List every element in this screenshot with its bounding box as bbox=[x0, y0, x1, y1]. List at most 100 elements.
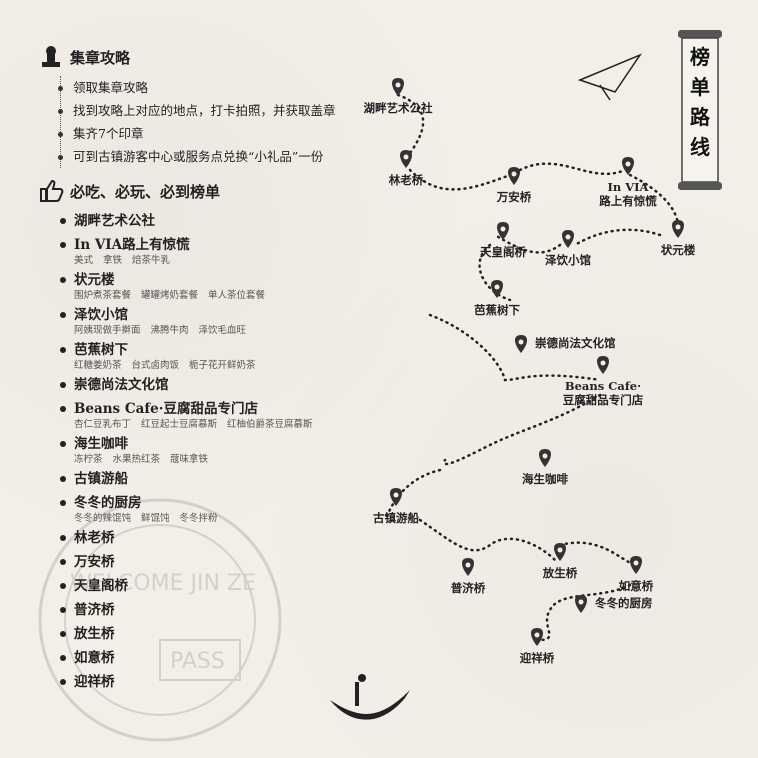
list-item-sub: 冻柠茶 bbox=[74, 454, 103, 465]
map-pin-label: 崇德尚法文化馆 bbox=[535, 336, 616, 350]
map-pin: 状元楼 bbox=[661, 220, 696, 257]
list-item-title: 如意桥 bbox=[60, 647, 358, 669]
thumbs-up-icon bbox=[40, 179, 64, 202]
tip-item: 找到攻略上对应的地点，打卡拍照，并获取盖章 bbox=[58, 99, 358, 122]
map-pin-label: 路上有惊慌 bbox=[599, 194, 657, 208]
list-item-sub: 鲜馄饨 bbox=[141, 513, 170, 524]
map-pin: 如意桥 bbox=[619, 556, 654, 593]
map-pin: 林老桥 bbox=[389, 150, 424, 187]
tip-item: 领取集章攻略 bbox=[58, 76, 358, 99]
list-item-sub: 阿姨现做手擀面 bbox=[74, 325, 141, 336]
list-item: 普济桥 bbox=[60, 599, 358, 621]
list-item: 林老桥 bbox=[60, 527, 358, 549]
list-item-title: Beans Cafe·豆腐甜品专门店 bbox=[60, 398, 358, 420]
list-item: 迎祥桥 bbox=[60, 671, 358, 693]
list-item-title: 冬冬的厨房 bbox=[60, 492, 358, 514]
list-item: 如意桥 bbox=[60, 647, 358, 669]
map-pin-label: 古镇游船 bbox=[373, 511, 419, 525]
list-item: In VIA路上有惊慌美式拿铁焙茶牛乳 bbox=[60, 234, 358, 267]
map-pin: 古镇游船 bbox=[373, 488, 419, 525]
list-item-title: 迎祥桥 bbox=[60, 671, 358, 693]
list-item: 放生桥 bbox=[60, 623, 358, 645]
map-pin-label: 放生桥 bbox=[542, 566, 578, 580]
map-pin-label: 状元楼 bbox=[661, 243, 696, 257]
route-title-char: 线 bbox=[690, 135, 710, 159]
list-item-title: 海生咖啡 bbox=[60, 433, 358, 455]
route-title-char: 榜 bbox=[690, 45, 710, 69]
list-item-sub: 美式 bbox=[74, 255, 94, 266]
list-item-subs: 红糖姜奶茶台式卤肉饭栀子花开鲜奶茶 bbox=[60, 359, 358, 372]
list-item-sub: 红糖姜奶茶 bbox=[74, 360, 122, 371]
list-item-sub: 红柚伯爵茶豆腐慕斯 bbox=[227, 419, 313, 430]
map-pin-label: 普济桥 bbox=[451, 581, 486, 595]
map-pin: 迎祥桥 bbox=[520, 628, 555, 665]
list-item-sub: 单人茶位套餐 bbox=[208, 290, 266, 301]
paper-plane-icon bbox=[577, 53, 643, 101]
list-item-sub: 冬冬拌粉 bbox=[179, 513, 218, 524]
list-item-title: 林老桥 bbox=[60, 527, 358, 549]
route-title: 榜单路线 bbox=[686, 42, 714, 162]
map-pin-label: 湖畔艺术公社 bbox=[364, 101, 433, 115]
list-item-subs: 杏仁豆乳布丁红豆起士豆腐慕斯红柚伯爵茶豆腐慕斯 bbox=[60, 418, 358, 431]
list-item: 泽饮小馆阿姨现做手擀面沸腾牛肉泽饮毛血旺 bbox=[60, 304, 358, 337]
title-scroll bbox=[678, 30, 722, 190]
map-pin: 万安桥 bbox=[496, 167, 532, 204]
map-pin: 普济桥 bbox=[451, 558, 486, 595]
section-title: 集章攻略 bbox=[70, 48, 131, 67]
list-item-sub: 沸腾牛肉 bbox=[150, 325, 189, 336]
list-item-sub: 罐罐烤奶套餐 bbox=[141, 290, 199, 301]
route-title-char: 路 bbox=[690, 105, 710, 129]
list-item-subs: 冻柠茶水果热红茶蔻味拿铁 bbox=[60, 453, 358, 466]
list-item-subs: 围炉煮茶套餐罐罐烤奶套餐单人茶位套餐 bbox=[60, 289, 358, 302]
list-item-title: 湖畔艺术公社 bbox=[60, 210, 358, 232]
list-item: 万安桥 bbox=[60, 551, 358, 573]
list-item-title: 状元楼 bbox=[60, 269, 358, 291]
tip-item: 可到古镇游客中心或服务点兑换“小礼品”一份 bbox=[58, 145, 358, 168]
list-item-sub: 杏仁豆乳布丁 bbox=[74, 419, 132, 430]
map-pin: 泽饮小馆 bbox=[545, 230, 591, 267]
list-item-title: 古镇游船 bbox=[60, 468, 358, 490]
map-pin: 海生咖啡 bbox=[522, 449, 568, 486]
map-pin: 冬冬的厨房 bbox=[575, 595, 653, 613]
map-pin: Beans Cafe·豆腐甜品专门店 bbox=[563, 356, 644, 407]
list-item-title: 普济桥 bbox=[60, 599, 358, 621]
list-item: Beans Cafe·豆腐甜品专门店杏仁豆乳布丁红豆起士豆腐慕斯红柚伯爵茶豆腐慕… bbox=[60, 398, 358, 431]
section-must-list: 必吃、必玩、必到榜单 bbox=[38, 178, 358, 204]
list-item-title: 芭蕉树下 bbox=[60, 339, 358, 361]
map-pin-label: 冬冬的厨房 bbox=[595, 596, 653, 610]
list-item-sub: 栀子花开鲜奶茶 bbox=[189, 360, 256, 371]
map-pin-label: 天皇阁桥 bbox=[480, 245, 526, 259]
list-item-sub: 冬冬的辣馄饨 bbox=[74, 513, 132, 524]
list-item: 海生咖啡冻柠茶水果热红茶蔻味拿铁 bbox=[60, 433, 358, 466]
map-pin: 湖畔艺术公社 bbox=[364, 78, 433, 115]
map-pin-label: 豆腐甜品专门店 bbox=[563, 393, 644, 407]
stamp-icon bbox=[42, 46, 60, 67]
list-item: 冬冬的厨房冬冬的辣馄饨鲜馄饨冬冬拌粉 bbox=[60, 492, 358, 525]
tip-item: 集齐7个印章 bbox=[58, 122, 358, 145]
map-pin-label: Beans Cafe· bbox=[565, 379, 641, 393]
boat-icon bbox=[330, 674, 410, 720]
list-item-title: 泽饮小馆 bbox=[60, 304, 358, 326]
list-item-title: 崇德尚法文化馆 bbox=[60, 374, 358, 396]
map-pin: 放生桥 bbox=[542, 543, 578, 580]
list-item-sub: 红豆起士豆腐慕斯 bbox=[141, 419, 218, 430]
section-title: 必吃、必玩、必到榜单 bbox=[70, 182, 221, 201]
list-item-sub: 蔻味拿铁 bbox=[170, 454, 209, 465]
list-item-sub: 围炉煮茶套餐 bbox=[74, 290, 132, 301]
list-item: 古镇游船 bbox=[60, 468, 358, 490]
list-item-sub: 水果热红茶 bbox=[112, 454, 161, 465]
list-item: 湖畔艺术公社 bbox=[60, 210, 358, 232]
stamp-text: WELCOME JIN ZE bbox=[70, 571, 256, 596]
map-pin-label: In VIA bbox=[608, 180, 650, 194]
map-pin-label: 芭蕉树下 bbox=[474, 303, 520, 317]
list-item: 崇德尚法文化馆 bbox=[60, 374, 358, 396]
map-pin: 天皇阁桥 bbox=[480, 222, 526, 259]
map-pin-label: 迎祥桥 bbox=[520, 651, 555, 665]
list-item-subs: 美式拿铁焙茶牛乳 bbox=[60, 254, 358, 267]
list-item-title: In VIA路上有惊慌 bbox=[60, 234, 358, 256]
postmark-stamp: WELCOME JIN ZE PASS bbox=[38, 498, 282, 742]
list-item-title: 万安桥 bbox=[60, 551, 358, 573]
stamp-pass: PASS bbox=[170, 649, 225, 674]
list-item-title: 放生桥 bbox=[60, 623, 358, 645]
